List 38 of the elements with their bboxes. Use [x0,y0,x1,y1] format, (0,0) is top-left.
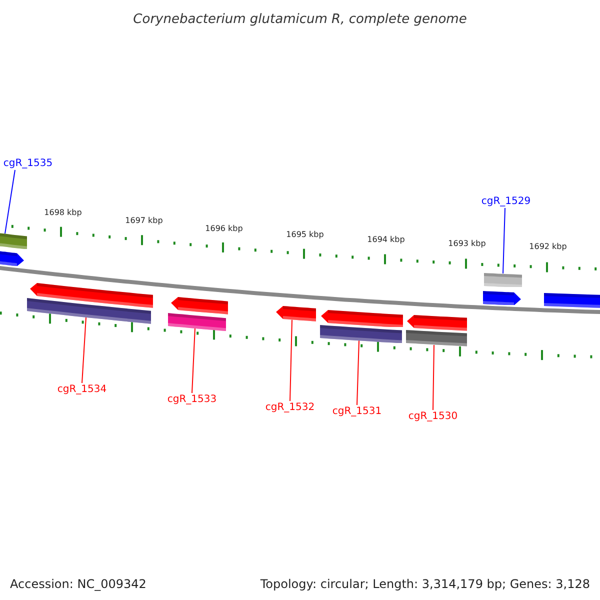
gene-feature-bar [276,306,316,322]
gene-feature-bar [171,297,228,315]
gene-feature-bar [484,272,522,288]
leader-line [356,340,360,406]
scale-label: 1692 kbp [528,241,568,253]
scale-label: 1695 kbp [285,229,325,241]
gene-label: cgR_1535 [0,157,58,170]
gene-label: cgR_1529 [476,195,536,208]
scale-label: 1694 kbp [366,234,406,246]
gene-feature-bar [544,293,600,308]
leader-line [192,328,196,394]
gene-feature-bar [406,330,467,347]
gene-feature-bar [407,314,467,331]
footer-text: Accession: NC_009342 [10,576,146,593]
gene-label: cgR_1533 [162,393,222,406]
scale-label: 1696 kbp [204,223,244,235]
gene-feature-bar [27,298,151,324]
leader-line [432,344,434,410]
gene-feature-bar [321,310,403,328]
footer-text: Topology: circular; Length: 3,314,179 bp; Genes: 3,128 [260,576,590,593]
leader-line [290,319,292,402]
leader-line [4,170,16,234]
gene-label: cgR_1530 [403,410,463,423]
gene-feature-bar [483,290,521,305]
gene-feature-bar [320,324,402,344]
gene-feature-bar [0,232,27,250]
gene-feature-bar [168,312,226,331]
gene-feature-bar [30,283,153,308]
gene-label: cgR_1532 [260,401,320,414]
leader-line [502,208,506,274]
gene-label: cgR_1534 [52,383,112,396]
scale-label: 1697 kbp [124,215,164,227]
scale-label: 1698 kbp [43,207,83,219]
gene-label: cgR_1531 [327,405,387,418]
leader-line [82,317,86,384]
scale-label: 1693 kbp [447,238,487,250]
gene-feature-bar [0,250,24,266]
title: Corynebacterium glutamicum R, complete genome [132,11,468,29]
